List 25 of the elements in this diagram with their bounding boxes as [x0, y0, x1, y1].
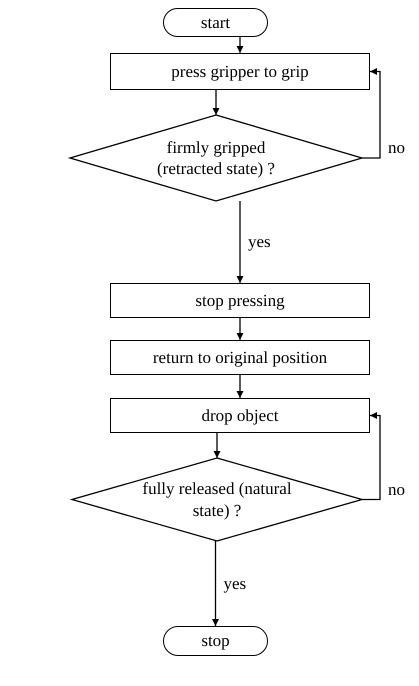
process-box	[110, 283, 370, 318]
process-box	[110, 398, 370, 433]
node-text: firmly gripped (retracted state) ?	[156, 136, 276, 180]
process-box	[110, 340, 370, 375]
node-text: stop pressing	[195, 290, 285, 312]
terminator-shape	[163, 8, 268, 37]
decision-diamond	[70, 115, 362, 201]
node-text: return to original position	[152, 346, 328, 368]
arrow	[362, 412, 381, 500]
arrow	[212, 90, 220, 115]
node-text: press gripper to grip	[171, 60, 309, 82]
arrow	[214, 433, 220, 458]
arrow	[362, 68, 381, 159]
arrow	[236, 318, 244, 340]
process-box	[110, 53, 370, 90]
arrow	[236, 375, 244, 398]
node-text: fully released (natural state) ?	[142, 478, 292, 521]
node-text: start	[200, 12, 230, 34]
node-text: stop	[201, 630, 230, 652]
arrow	[236, 201, 244, 283]
arrow	[212, 541, 219, 626]
arrow	[236, 37, 244, 53]
decision-diamond	[72, 458, 362, 541]
node-text: drop object	[202, 404, 278, 426]
terminator-shape	[163, 626, 268, 656]
